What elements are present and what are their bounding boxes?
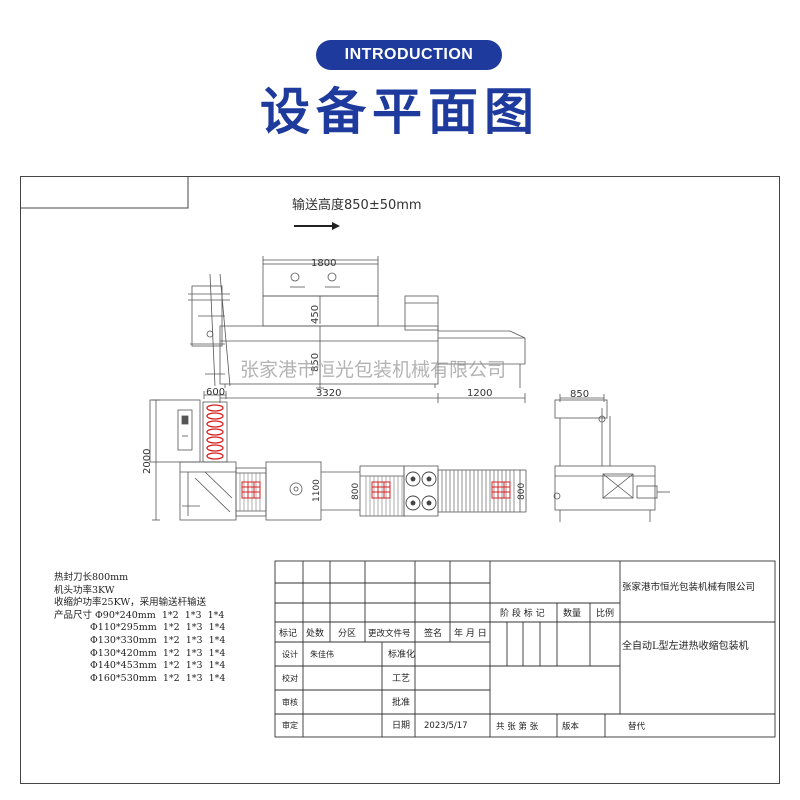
role-check: 校对 (282, 673, 298, 683)
dim-feed-width: 600 (206, 387, 225, 398)
product-grid-sealer (241, 481, 261, 499)
approval-approve: 批准 (392, 696, 410, 708)
spec-line: 收缩炉功率25KW，采用输送杆输送 (54, 597, 207, 609)
version-label: 版本 (562, 721, 580, 732)
spec-line: 机头功率3KW (54, 584, 115, 596)
dim-top-width: 1800 (311, 258, 336, 269)
replace-label: 替代 (628, 721, 646, 732)
dim-800b: 800 (517, 483, 527, 500)
spec-size-line: Φ130*330mm 1*2 1*3 1*4 (90, 634, 226, 646)
layout-drawing: 输送高度850±50mm (20, 176, 780, 784)
spec-size-line: Φ130*420mm 1*2 1*3 1*4 (90, 647, 226, 659)
role-final: 审定 (282, 720, 298, 730)
header-change-doc: 更改文件号 (368, 628, 411, 639)
header-count: 处数 (306, 627, 324, 639)
spec-size-line: Φ140*453mm 1*2 1*3 1*4 (90, 660, 226, 672)
quantity-header: 数量 (563, 607, 581, 619)
outfeed-rollers (441, 470, 515, 512)
header-zone: 分区 (338, 628, 356, 639)
drawing-frame (20, 176, 780, 784)
role-design: 设计 (282, 649, 298, 659)
product-grid-outfeed (491, 481, 511, 499)
approval-date: 日期 (392, 720, 410, 731)
dim-1100: 1100 (312, 479, 322, 502)
spec-line: 热封刀长800mm (54, 572, 129, 583)
stage-mark-header: 阶 段 标 记 (500, 607, 545, 619)
dim-upper-height: 450 (310, 305, 321, 324)
conveyor-height-label: 输送高度850±50mm (292, 197, 422, 213)
approval-standard: 标准化 (388, 648, 415, 660)
header-mark: 标记 (279, 627, 297, 639)
company-name: 张家港市恒光包装机械有限公司 (622, 581, 755, 593)
dim-800a: 800 (351, 483, 361, 500)
spec-size-line: Φ160*530mm 1*2 1*3 1*4 (90, 672, 226, 684)
fan-icons (405, 471, 437, 511)
header-date: 年 月 日 (454, 627, 487, 639)
dim-length-out: 1200 (467, 388, 492, 399)
sheet-info: 共 张 第 张 (496, 721, 539, 732)
title-block-grid (274, 560, 776, 738)
approval-process: 工艺 (392, 673, 410, 684)
spec-notes: 热封刀长800mm 机头功率3KW 收缩炉功率25KW，采用输送杆输送 产品尺寸… (54, 572, 225, 685)
role-review: 审核 (282, 697, 298, 707)
page-title: 设备平面图 (260, 83, 540, 141)
front-elevation (188, 256, 526, 403)
product-name: 全自动L型左进热收缩包装机 (622, 639, 749, 652)
introduction-badge: INTRODUCTION (316, 40, 502, 70)
side-elevation (553, 394, 670, 522)
feed-products (206, 404, 224, 460)
header-signature: 签名 (424, 627, 442, 639)
direction-arrow (294, 222, 340, 230)
dim-length-main: 3320 (316, 388, 341, 399)
spec-line: 产品尺寸 Φ90*240mm 1*2 1*3 1*4 (54, 609, 225, 621)
company-watermark: 张家港市恒光包装机械有限公司 (240, 359, 506, 381)
drawing-date: 2023/5/17 (424, 721, 468, 731)
dim-body-height: 850 (310, 353, 321, 372)
dim-side-width: 850 (570, 389, 589, 400)
scale-header: 比例 (596, 607, 614, 619)
dim-feed-length: 2000 (142, 449, 153, 474)
corner-box (20, 176, 189, 209)
designer-name: 朱佳伟 (310, 649, 334, 659)
product-grid-tunnel (371, 481, 391, 499)
plan-view (149, 391, 527, 521)
spec-size-line: Φ110*295mm 1*2 1*3 1*4 (90, 622, 226, 634)
